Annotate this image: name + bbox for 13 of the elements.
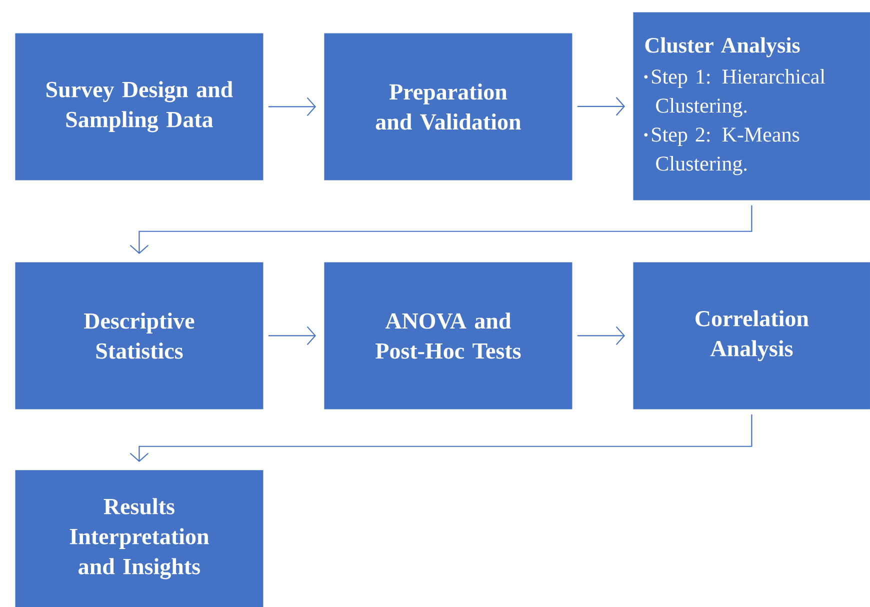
process-box: Survey Design and Sampling Data — [15, 33, 264, 180]
process-box: Descriptive Statistics — [15, 262, 264, 410]
arrow — [577, 97, 625, 116]
arrow — [130, 414, 752, 462]
process-box: Preparation and Validation — [324, 33, 572, 180]
arrow — [268, 97, 316, 116]
arrow — [268, 326, 316, 346]
process-box: ANOVA and Post-Hoc Tests — [324, 262, 572, 410]
process-box: Results Interpretation and Insights — [15, 470, 264, 607]
process-box: Cluster Analysis Step 1: Hierarchical Clustering. Step 2: K-Means Clustering. — [633, 12, 870, 200]
arrow — [130, 205, 752, 254]
arrow — [577, 326, 625, 346]
process-box: Correlation Analysis — [633, 262, 870, 410]
